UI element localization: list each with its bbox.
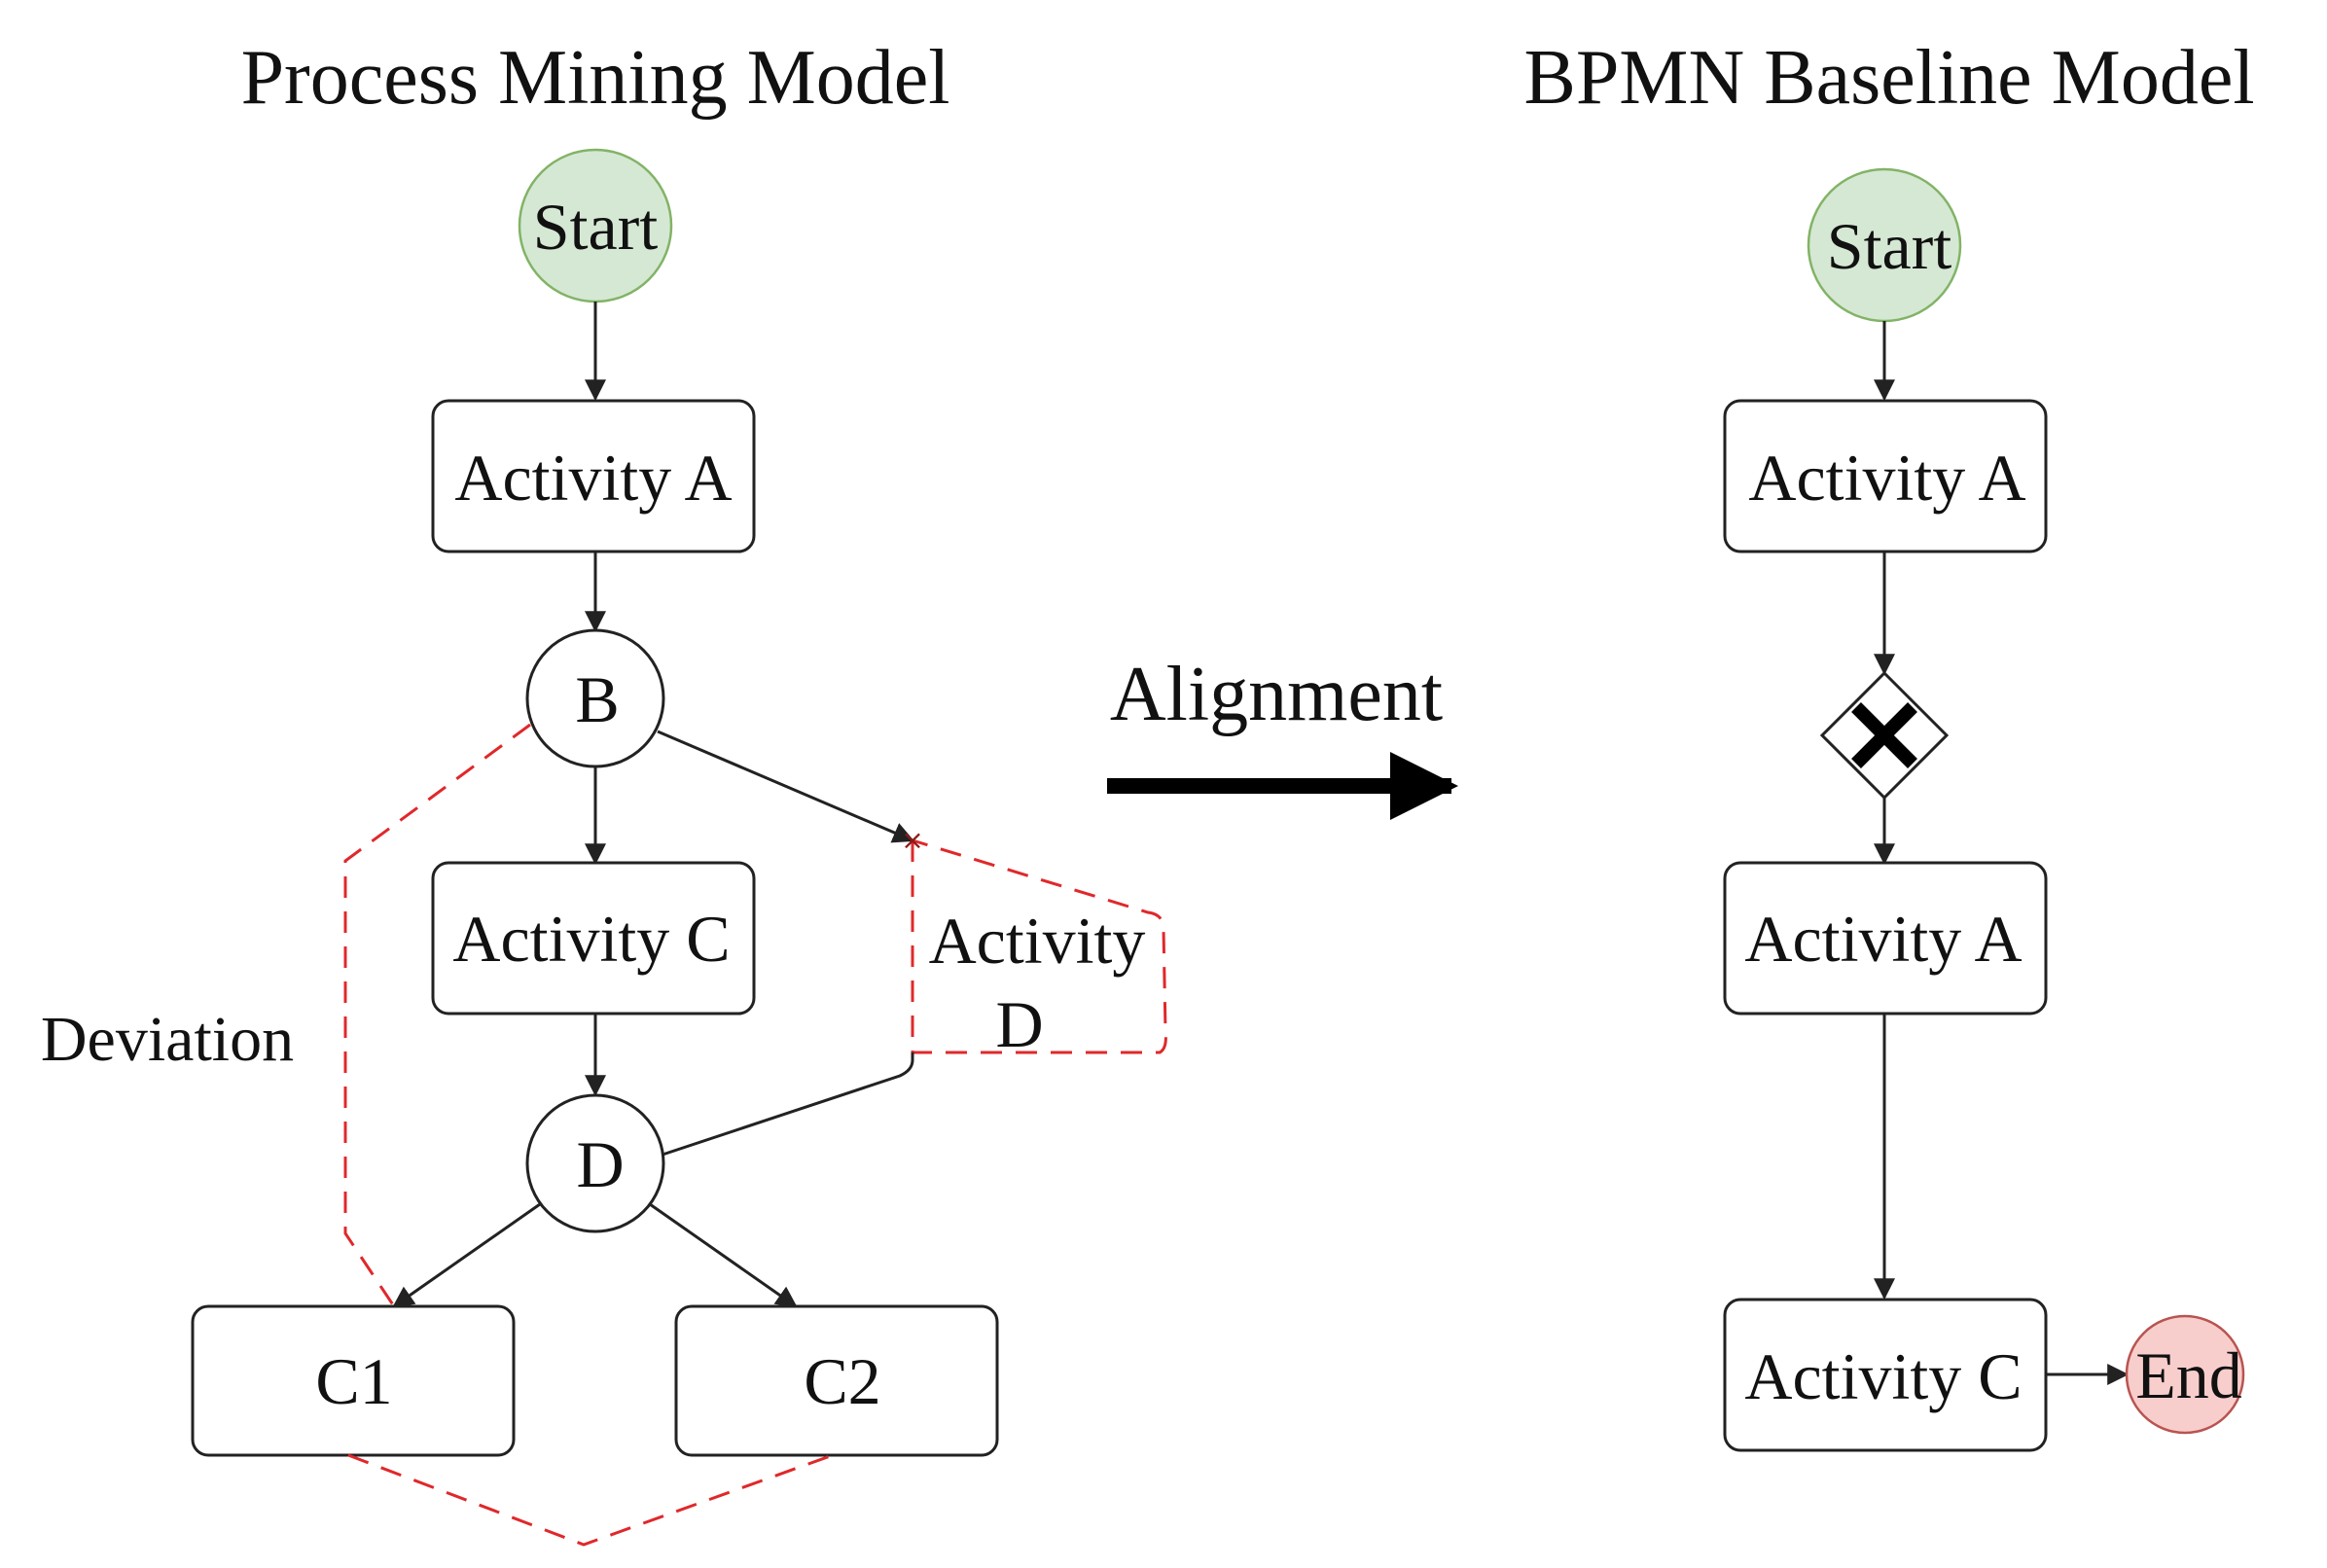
right-model-title: BPMN Baseline Model <box>1523 35 2254 121</box>
left-edge-d-to-c2 <box>649 1202 798 1308</box>
left-deviation-bottom-path <box>347 1453 834 1547</box>
left-c2-label: C2 <box>804 1344 880 1418</box>
right-end-event <box>2125 1314 2245 1435</box>
left-gateway-d <box>525 1093 665 1233</box>
left-c2-box <box>674 1304 999 1457</box>
deviation-label: Deviation <box>41 1004 294 1075</box>
left-c1-label: C1 <box>315 1344 392 1418</box>
right-xor-gateway <box>1819 670 1950 801</box>
left-model-title: Process Mining Model <box>241 35 950 121</box>
left-activity-a-box <box>431 399 756 553</box>
right-activity-a-bottom-label: Activity A <box>1744 902 2022 976</box>
right-activity-a-top-label: Activity A <box>1748 441 2025 515</box>
left-activity-d-label-line1: Activity <box>929 904 1146 978</box>
right-end-label: End <box>2135 1338 2242 1412</box>
left-c1-box <box>191 1304 516 1457</box>
left-deviation-path <box>343 723 531 1307</box>
left-start-label: Start <box>533 190 659 264</box>
left-edge-d-to-c1 <box>392 1202 541 1308</box>
left-edge-activity-d-to-d-gateway <box>659 1052 914 1158</box>
left-edge-b-to-d <box>657 730 915 843</box>
left-gateway-d-label: D <box>576 1127 624 1201</box>
left-gateway-b-label: B <box>575 662 619 736</box>
right-activity-c-label: Activity C <box>1744 1339 2022 1413</box>
left-activity-a-label: Activity A <box>454 441 732 515</box>
left-activity-c-box <box>431 861 756 1016</box>
left-activity-c-label: Activity C <box>452 902 730 976</box>
left-activity-d-cross-mark: × <box>901 824 923 856</box>
left-activity-d-deviation-box <box>911 838 1167 1054</box>
right-start-label: Start <box>1827 209 1952 283</box>
alignment-label: Alignment <box>1110 652 1443 737</box>
left-activity-d-label-line2: D <box>995 987 1043 1061</box>
